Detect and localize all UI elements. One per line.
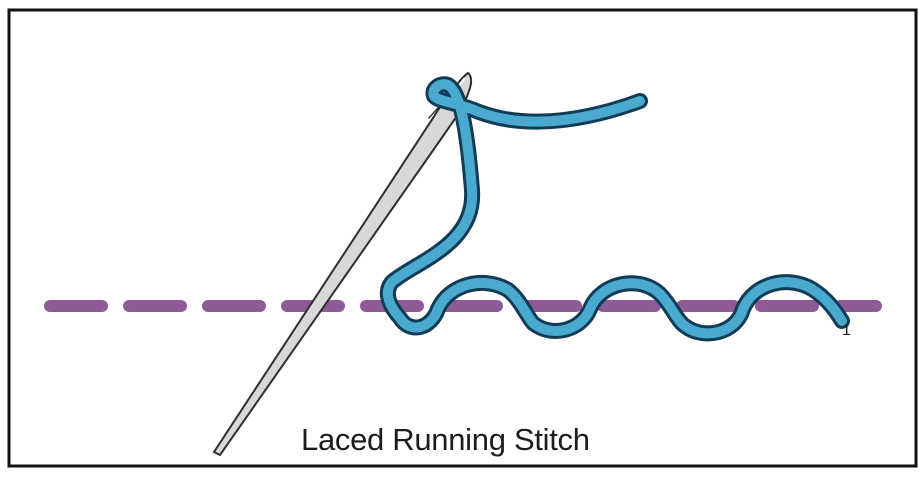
stitch-marker: 1 xyxy=(842,322,851,339)
diagram-caption: Laced Running Stitch xyxy=(301,420,661,460)
